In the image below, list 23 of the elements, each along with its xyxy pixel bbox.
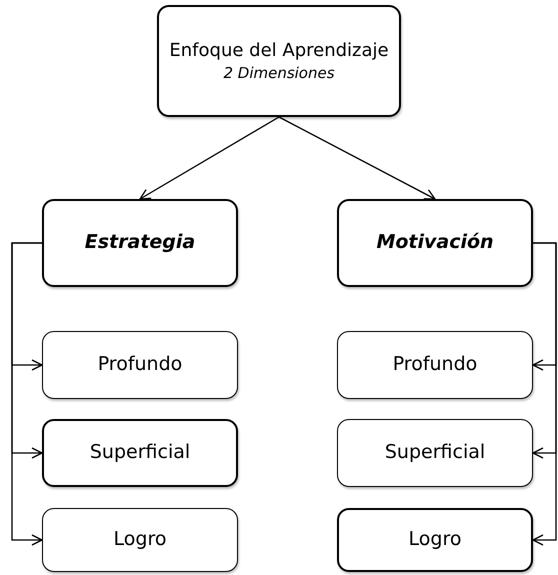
topic-box xyxy=(157,5,401,117)
node-label: Motivación xyxy=(376,230,494,256)
node-label: Enfoque del Aprendizaje xyxy=(169,38,389,63)
node-label: Profundo xyxy=(98,352,182,378)
node-label: Logro xyxy=(114,527,166,552)
node-label: Superficial xyxy=(90,440,190,466)
category-box xyxy=(337,331,533,399)
dimension-box xyxy=(42,199,238,287)
connector-arrow xyxy=(532,242,557,546)
node-subtitle: 2 Dimensiones xyxy=(223,63,335,84)
category-box xyxy=(337,419,533,487)
dimension-box xyxy=(337,199,533,287)
node-label: Profundo xyxy=(392,352,478,378)
connector-arrow xyxy=(139,116,280,200)
node-label: Estrategia xyxy=(84,230,196,256)
node-label: Logro xyxy=(408,527,462,552)
category-box xyxy=(337,508,533,572)
connector-arrow xyxy=(278,116,436,200)
category-box xyxy=(42,508,238,572)
category-box xyxy=(42,331,238,399)
node-label: Superficial xyxy=(384,440,486,466)
category-box xyxy=(42,419,238,487)
connector-arrow xyxy=(11,242,43,546)
